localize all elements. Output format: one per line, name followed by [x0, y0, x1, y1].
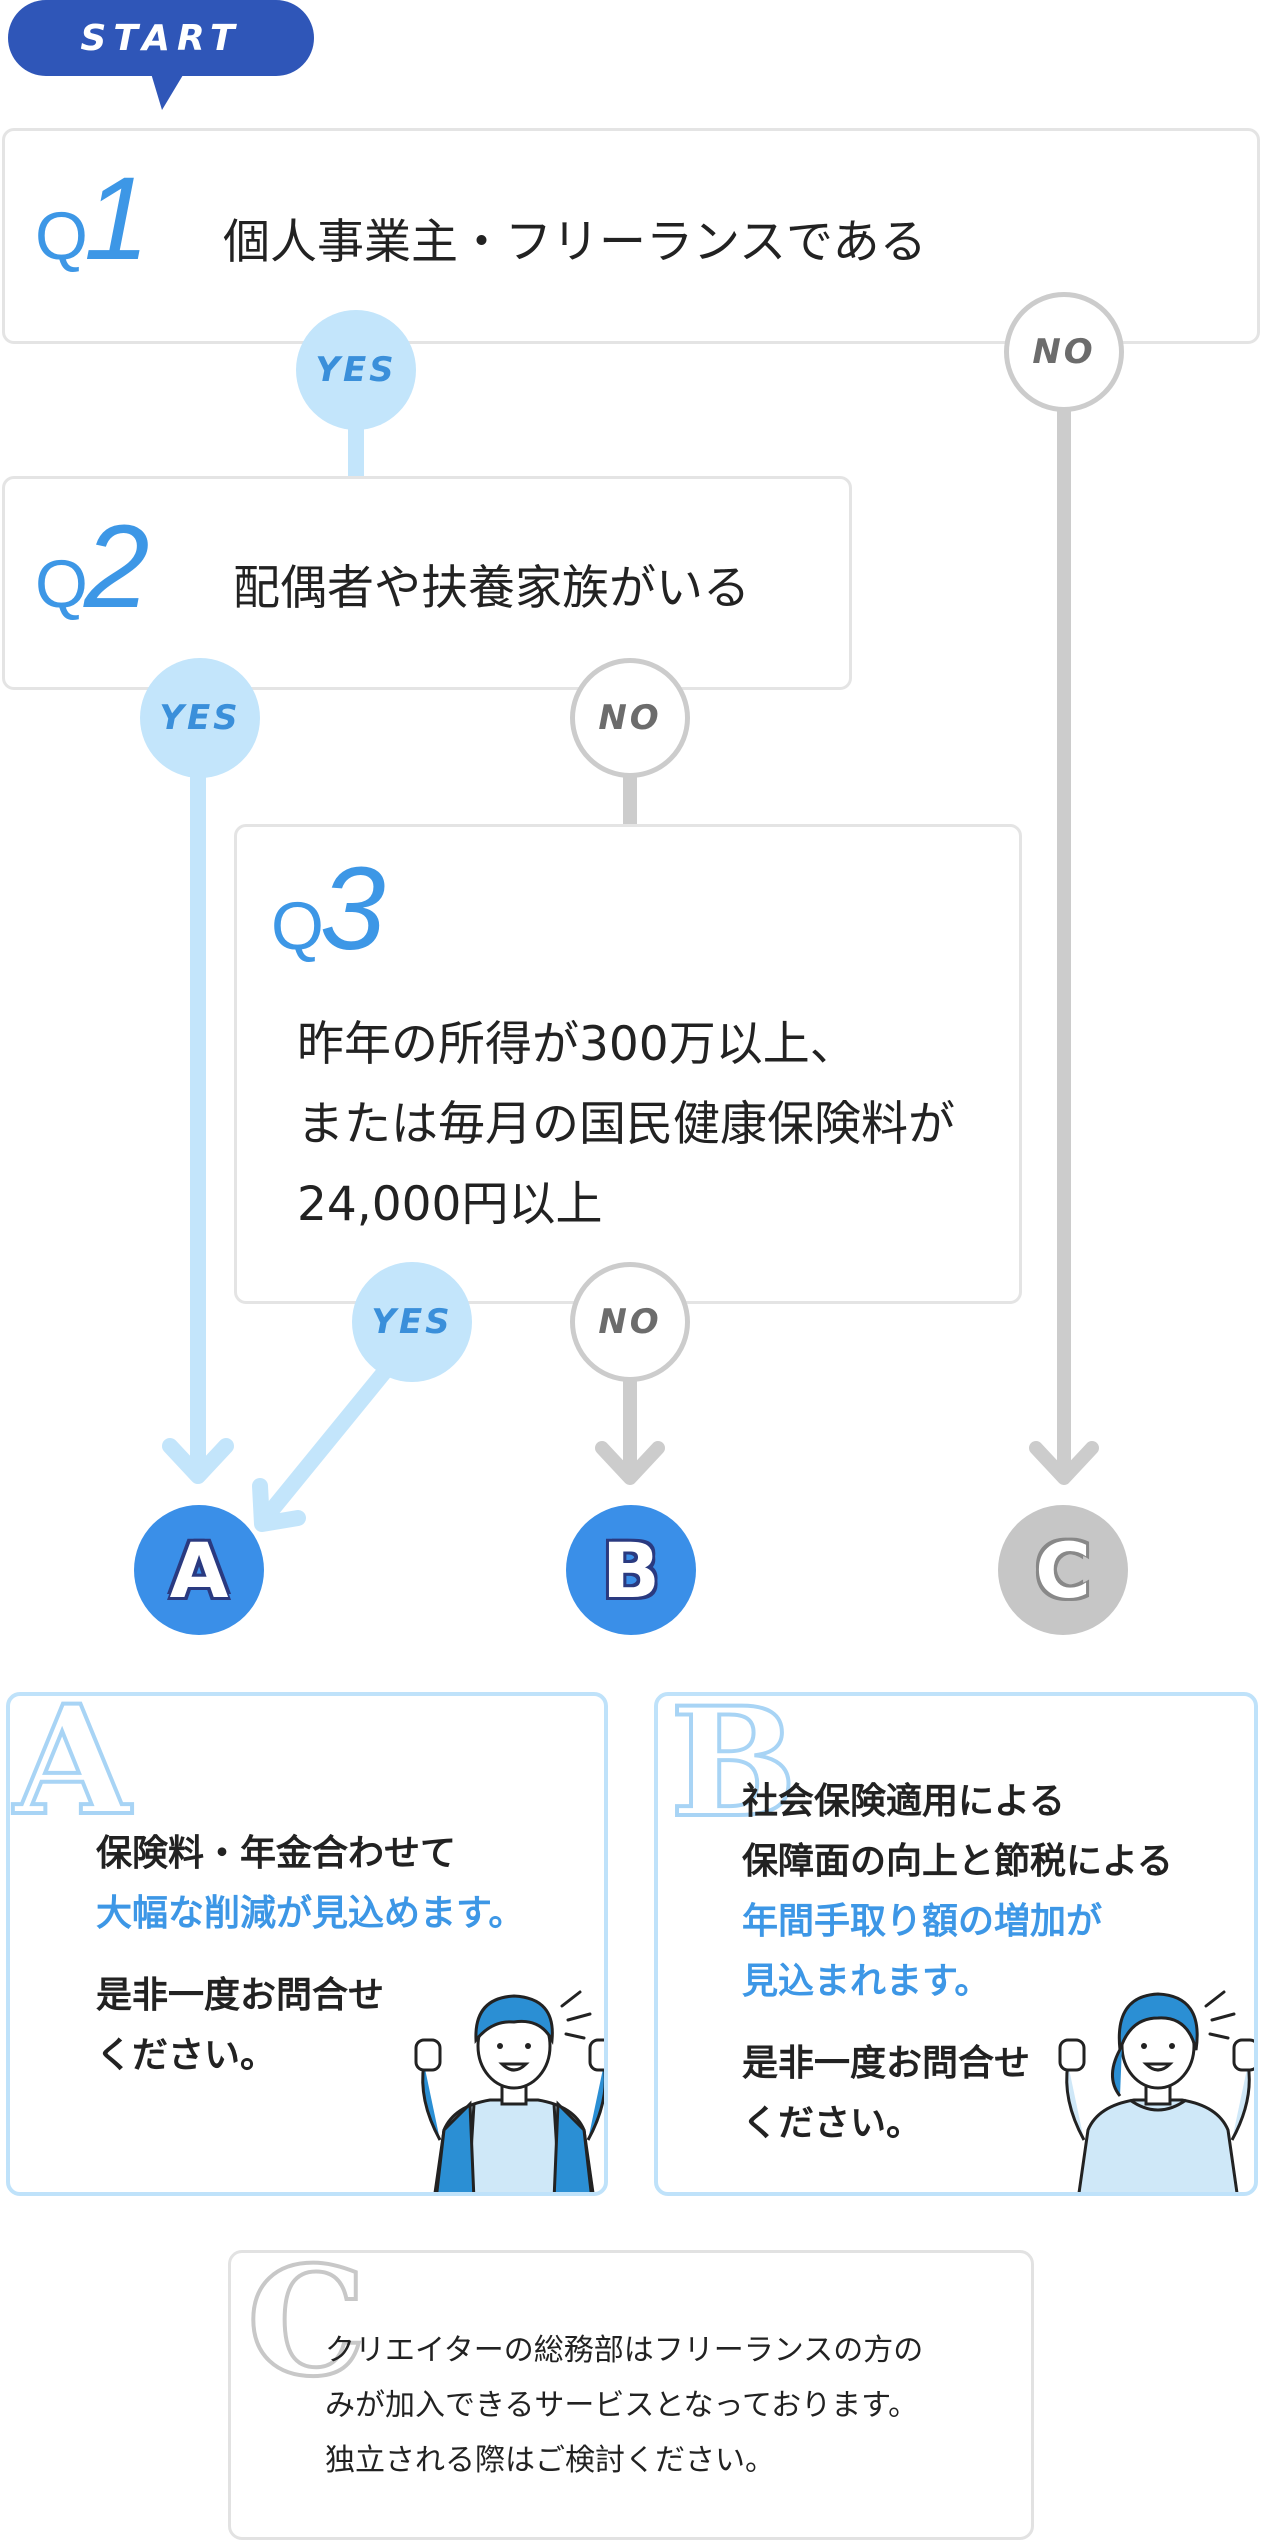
- arrowhead-a-diagonal: [252, 1478, 306, 1532]
- q2-no-badge: NO: [570, 658, 690, 778]
- outcome-a-circle: A: [134, 1505, 264, 1635]
- outcome-b-circle: B: [566, 1505, 696, 1635]
- woman-cheering-illustration: [1058, 1990, 1254, 2192]
- outcome-c-circle: C: [998, 1505, 1128, 1635]
- result-b-watermark: B: [668, 1692, 799, 1851]
- result-c-watermark: C: [245, 2250, 368, 2410]
- question-3-number: Q3: [271, 843, 386, 975]
- question-2-number: Q2: [35, 501, 150, 633]
- arrowhead-c: [1029, 1441, 1099, 1485]
- question-3-box: Q3 昨年の所得が300万以上、 または毎月の国民健康保険料が 24,000円以…: [234, 824, 1022, 1304]
- question-3-text: 昨年の所得が300万以上、 または毎月の国民健康保険料が 24,000円以上: [297, 1017, 955, 1232]
- result-a-watermark: A: [12, 1692, 132, 1849]
- man-cheering-illustration: [414, 1990, 604, 2192]
- connector-q3-yes: [254, 1362, 394, 1530]
- result-b-card: B 社会保険適用による 保障面の向上と節税による 年間手取り額の増加が 見込まれ…: [654, 1692, 1258, 2196]
- arrowhead-a-vertical: [162, 1438, 234, 1484]
- question-1-text: 個人事業主・フリーランスである: [223, 215, 927, 270]
- result-c-message: クリエイターの総務部はフリーランスの方の みが加入できるサービスとなっております…: [325, 2333, 924, 2478]
- result-a-message: 保険料・年金合わせて 大幅な削減が見込めます。 是非一度お問合せ ください。: [96, 1833, 525, 2076]
- q1-yes-badge: YES: [296, 310, 416, 430]
- result-a-card: A 保険料・年金合わせて 大幅な削減が見込めます。 是非一度お問合せ ください。: [6, 1692, 608, 2196]
- result-c-card: C クリエイターの総務部はフリーランスの方の みが加入できるサービスとなっており…: [228, 2250, 1034, 2540]
- q3-no-badge: NO: [570, 1262, 690, 1382]
- start-badge: START: [8, 0, 314, 76]
- q2-yes-badge: YES: [140, 658, 260, 778]
- arrowhead-b: [595, 1441, 665, 1485]
- question-2-text: 配偶者や扶養家族がいる: [233, 561, 750, 616]
- start-badge-tail: [150, 70, 186, 110]
- question-1-number: Q1: [35, 153, 150, 285]
- q1-no-badge: NO: [1004, 292, 1124, 412]
- q3-yes-badge: YES: [352, 1262, 472, 1382]
- question-2-box: Q2 配偶者や扶養家族がいる: [2, 476, 852, 690]
- result-b-message: 社会保険適用による 保障面の向上と節税による 年間手取り額の増加が 見込まれます…: [742, 1781, 1173, 2144]
